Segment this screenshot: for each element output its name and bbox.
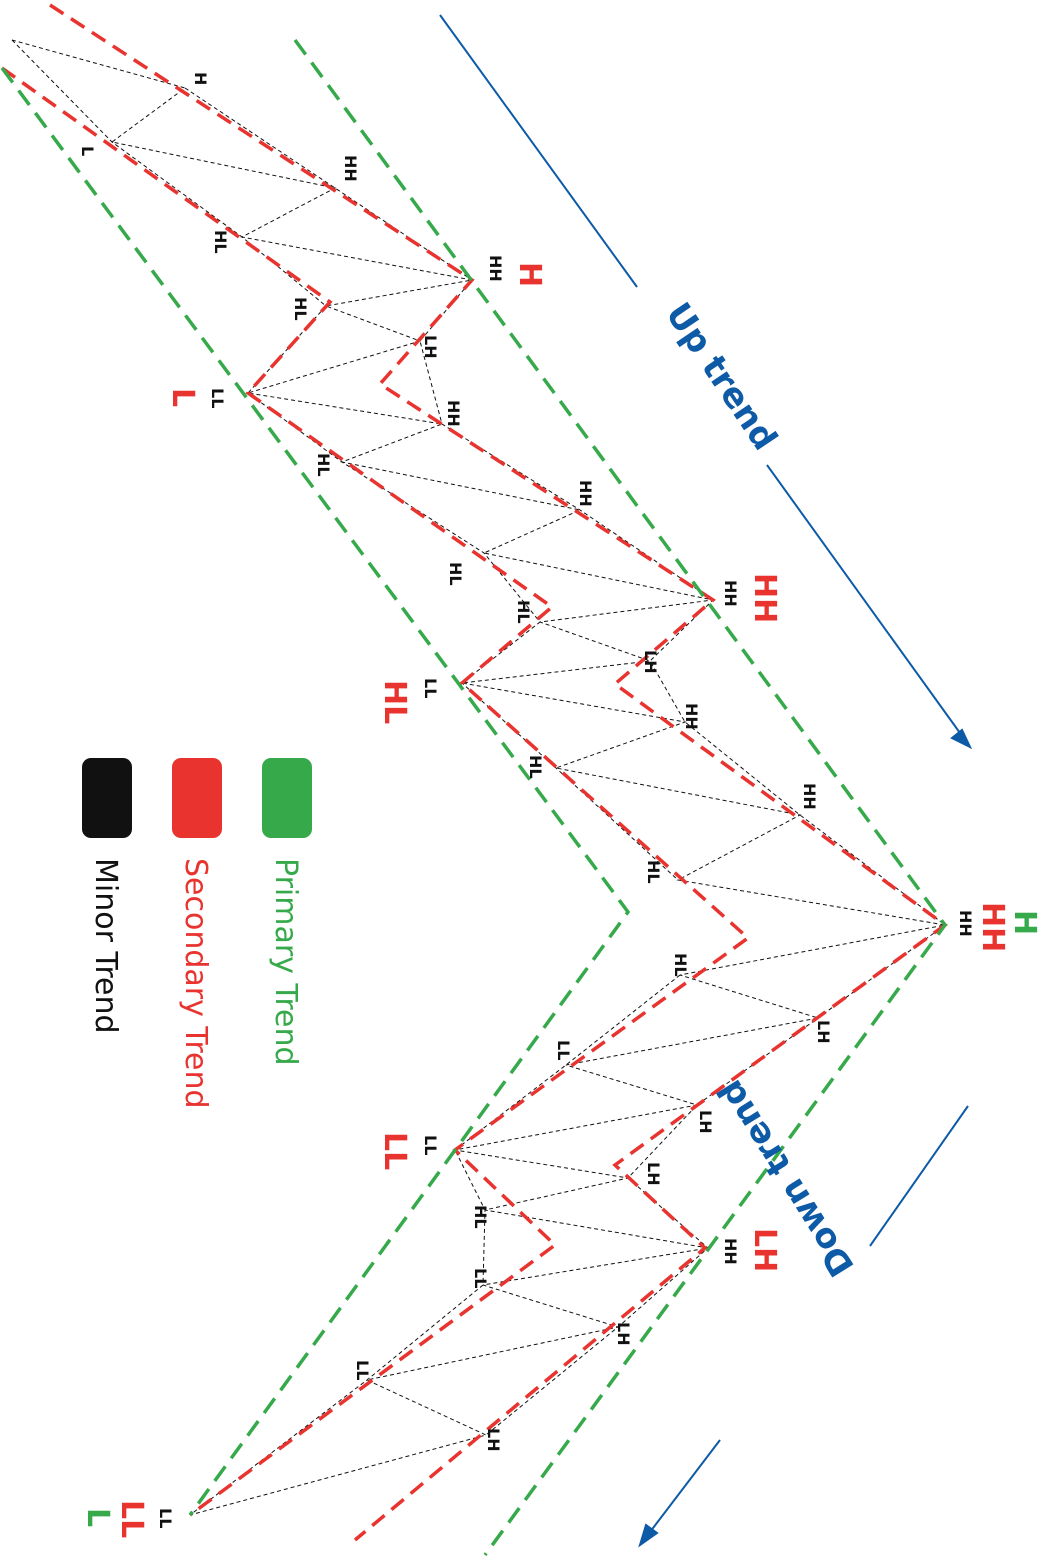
minor-label: HL — [446, 562, 465, 586]
minor-label: HH — [682, 703, 701, 730]
minor-label: HL — [526, 755, 545, 779]
minor-label: LL — [353, 1360, 372, 1380]
legend: Minor Trend Secondary Trend Primary Tren… — [82, 758, 312, 1109]
minor-label: HH — [800, 783, 819, 810]
down-trend-line-top — [869, 1105, 969, 1247]
minor-label: LH — [814, 1020, 833, 1044]
minor-label: LL — [208, 388, 227, 408]
minor-label: LL — [471, 1268, 490, 1288]
up-trend-arrowhead — [950, 728, 973, 750]
minor-label: HL — [514, 600, 533, 624]
primary-label: H — [1007, 910, 1042, 935]
minor-label: HL — [211, 230, 230, 254]
secondary-label: HL — [377, 680, 412, 724]
minor-label: HL — [291, 297, 310, 321]
legend-swatch-minor — [82, 758, 132, 838]
minor-label: HL — [314, 453, 333, 477]
legend-label-minor: Minor Trend — [88, 858, 123, 1034]
minor-trend-path — [11, 39, 946, 1516]
legend-label-secondary: Secondary Trend — [178, 858, 213, 1109]
minor-trend-lines — [11, 39, 946, 1516]
minor-label: HL — [644, 860, 663, 884]
up-trend-label: Up trend — [658, 296, 785, 458]
minor-label: HH — [341, 155, 360, 182]
primary-trend-lines — [0, 38, 948, 1557]
minor-label: LH — [421, 335, 440, 359]
minor-label: HH — [486, 255, 505, 282]
secondary-label: HH — [975, 902, 1010, 952]
down-trend-arrowhead — [638, 1523, 659, 1548]
minor-label: L — [78, 146, 97, 156]
legend-swatch-secondary — [172, 758, 222, 838]
secondary-trend-path — [0, 66, 751, 1517]
secondary-label: HH — [747, 573, 782, 623]
minor-label: HL — [471, 1205, 490, 1229]
up-trend-line-bottom — [766, 464, 961, 734]
secondary-label: LH — [747, 1228, 782, 1272]
secondary-label: LL — [377, 1132, 412, 1170]
secondary-label: L — [165, 388, 200, 407]
minor-label: HH — [956, 910, 975, 937]
minor-label: HH — [721, 580, 740, 607]
legend-label-primary: Primary Trend — [268, 858, 303, 1066]
minor-label: H — [191, 72, 210, 85]
minor-label: LH — [696, 1110, 715, 1134]
secondary-trend-lines — [0, 3, 948, 1542]
up-trend-line-top — [439, 14, 638, 288]
primary-trend-lower — [0, 66, 631, 1517]
minor-connector-down-top — [485, 924, 946, 1436]
primary-trend-upper — [293, 38, 948, 1557]
minor-label: LH — [484, 1428, 503, 1452]
secondary-label: H — [512, 262, 547, 287]
trend-arrows — [439, 14, 973, 1548]
minor-connector-down-bottom — [189, 974, 681, 1516]
minor-label: HL — [671, 953, 690, 977]
minor-label: LH — [614, 1322, 633, 1346]
minor-label: LH — [644, 1162, 663, 1186]
minor-label: LH — [641, 650, 660, 674]
minor-label: LL — [156, 1508, 175, 1528]
minor-label: LL — [421, 1135, 440, 1155]
minor-label: HH — [721, 1238, 740, 1265]
minor-labels: HLHHHLHHHLLHLLHHHLHHHLHHHLLHLLHHHLHHHLHH… — [78, 72, 975, 1528]
minor-label: LL — [554, 1040, 573, 1060]
primary-label: L — [80, 1508, 115, 1527]
minor-label: HH — [444, 400, 463, 427]
legend-swatch-primary — [262, 758, 312, 838]
minor-label: HH — [576, 480, 595, 507]
minor-label: LL — [421, 678, 440, 698]
minor-connector-peaks — [184, 87, 946, 926]
secondary-label: LL — [114, 1500, 149, 1538]
down-trend-line-bottom — [649, 1439, 721, 1533]
